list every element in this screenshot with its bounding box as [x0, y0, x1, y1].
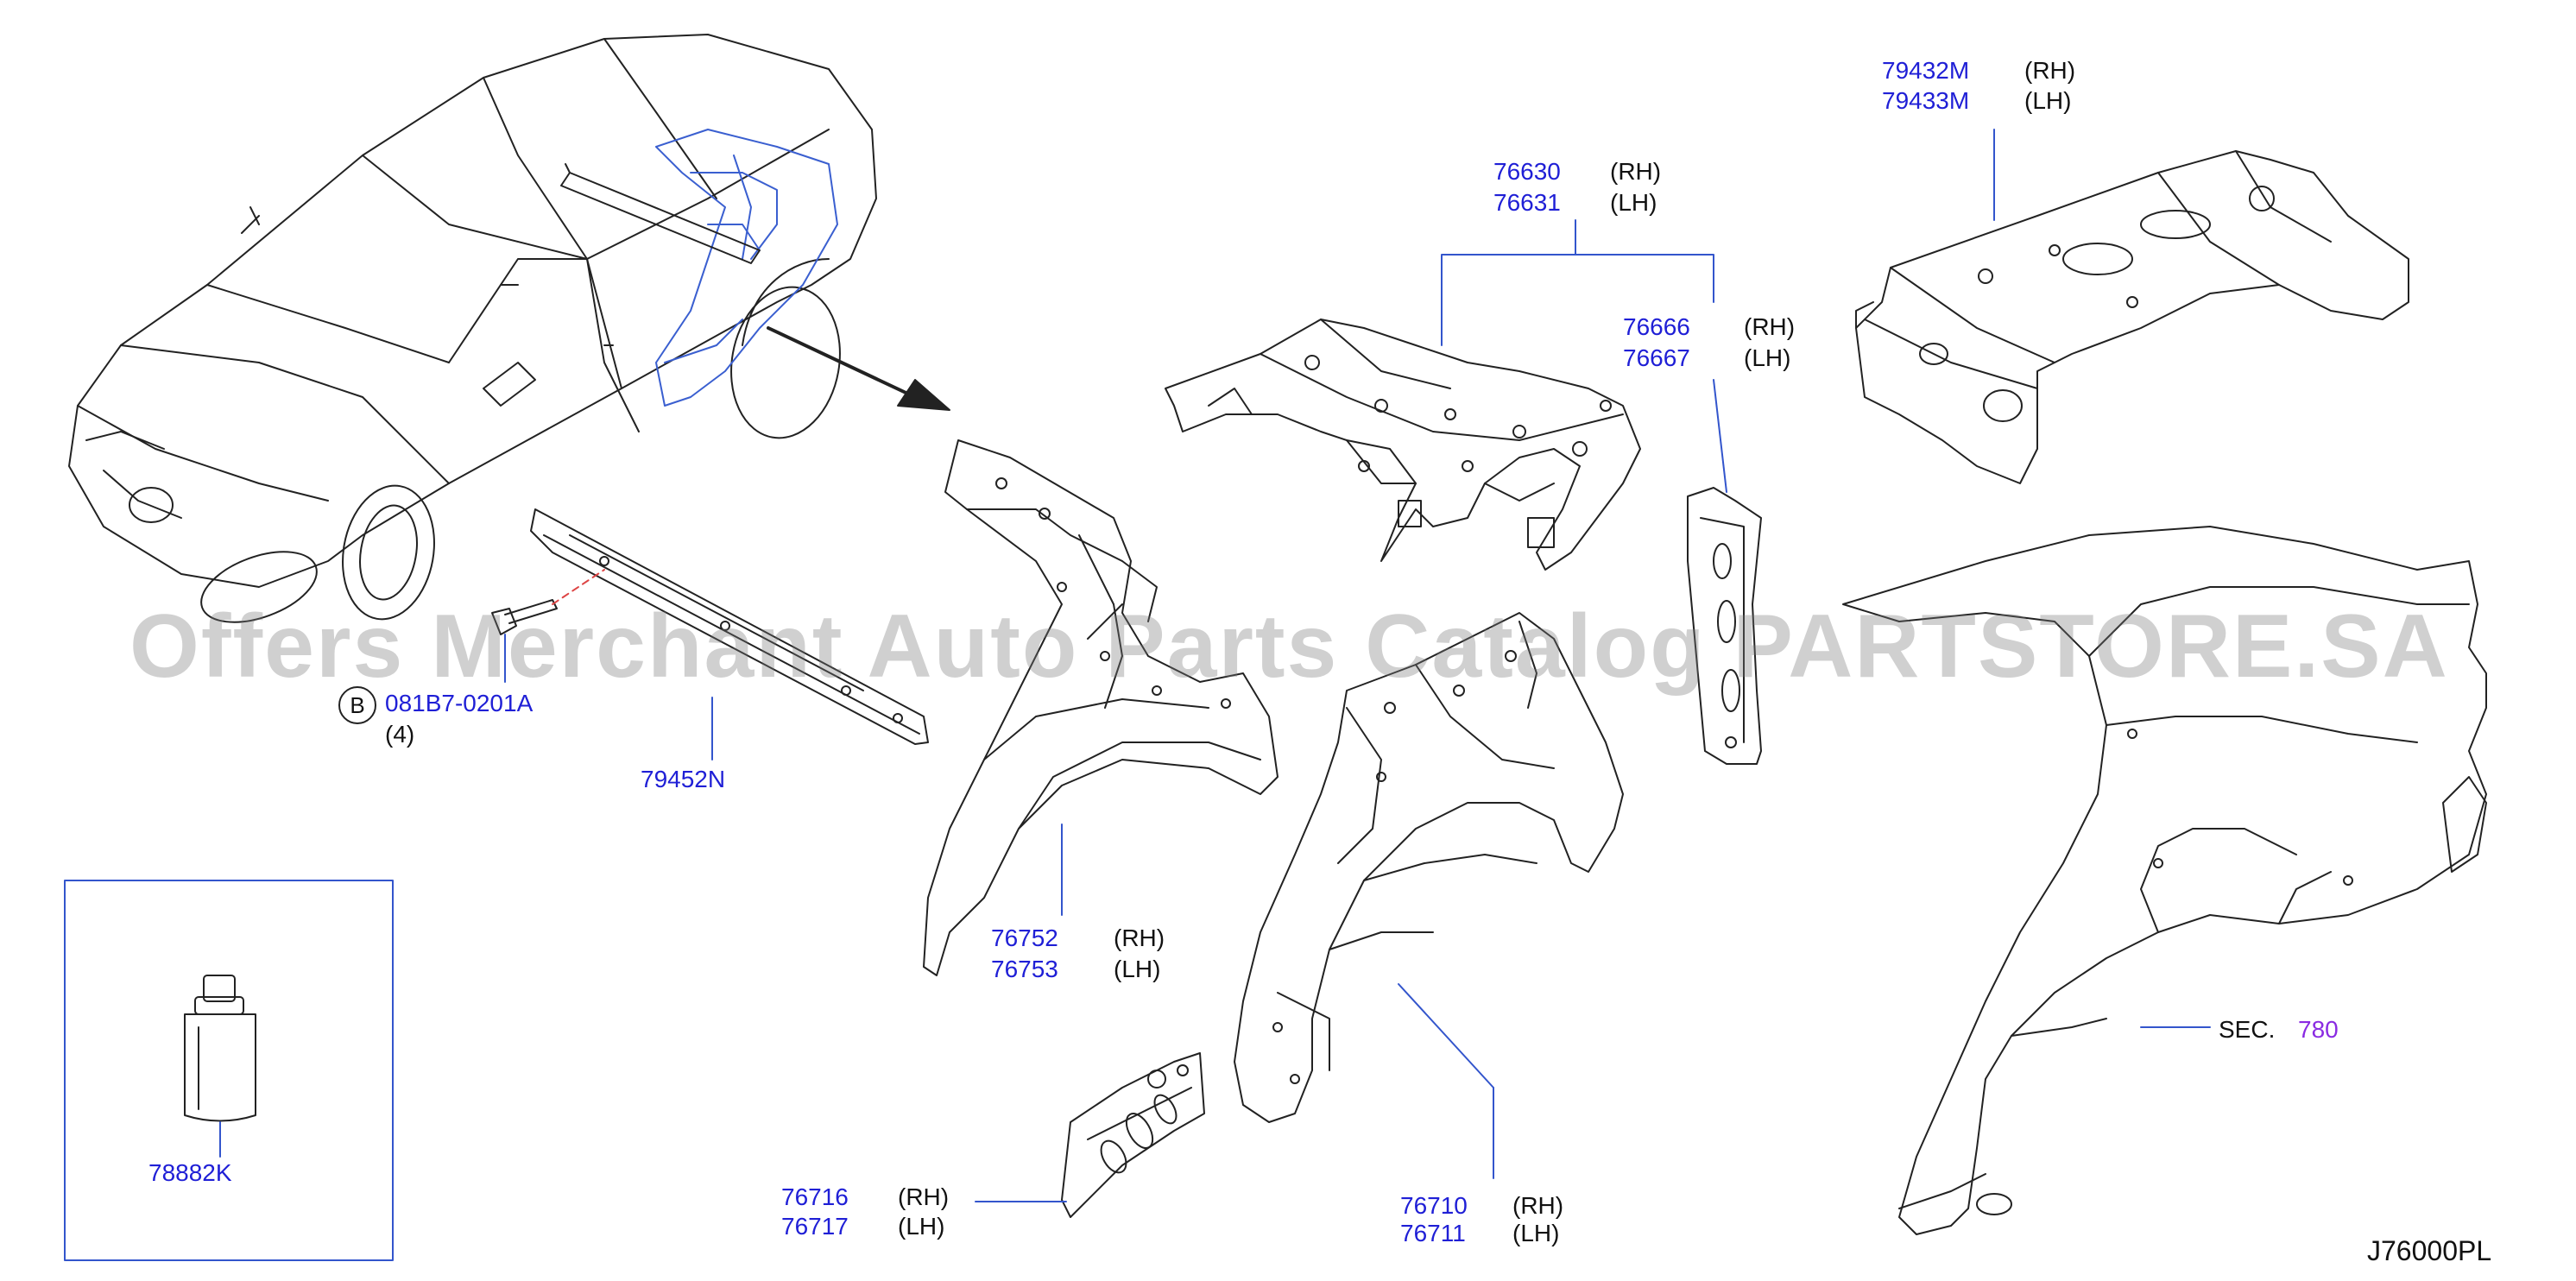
bolt-quantity: (4) — [385, 721, 415, 748]
side-lh-76667: (LH) — [1744, 344, 1791, 371]
side-rh-76710: (RH) — [1512, 1192, 1564, 1219]
part-79432m-panel — [1856, 151, 2409, 483]
part-number-76666[interactable]: 76666 — [1623, 313, 1690, 340]
section-ref-number[interactable]: 780 — [2298, 1016, 2339, 1043]
side-lh-79433m: (LH) — [2024, 87, 2072, 114]
part-number-76631[interactable]: 76631 — [1493, 189, 1561, 216]
side-rh-79432m: (RH) — [2024, 57, 2076, 84]
part-number-79433m[interactable]: 79433M — [1882, 87, 1970, 114]
car-illustration — [69, 35, 876, 636]
sealant-can — [185, 975, 256, 1121]
part-number-76667[interactable]: 76667 — [1623, 344, 1690, 371]
diagram-code: J76000PL — [2367, 1235, 2492, 1266]
part-number-76753[interactable]: 76753 — [991, 956, 1058, 982]
direction-arrow — [768, 328, 950, 410]
side-lh-76631: (LH) — [1610, 189, 1657, 216]
part-rear-quarter-outer — [1843, 527, 2486, 1234]
side-rh-76666: (RH) — [1744, 313, 1796, 340]
side-rh-76716: (RH) — [898, 1183, 950, 1210]
part-number-79432m[interactable]: 79432M — [1882, 57, 1970, 84]
part-number-76711[interactable]: 76711 — [1400, 1220, 1466, 1246]
side-lh-76717: (LH) — [898, 1213, 945, 1240]
part-76752-wheelhouse — [924, 440, 1278, 975]
part-76716-panel — [1062, 1053, 1204, 1217]
part-number-78882k[interactable]: 78882K — [148, 1159, 232, 1186]
bolt-081b7-drawing — [492, 570, 604, 682]
leader-76710 — [1398, 984, 1493, 1088]
part-number-76710[interactable]: 76710 — [1400, 1192, 1468, 1219]
watermark: Offers Merchant Auto Parts Catalog PARTS… — [129, 596, 2449, 697]
part-76666-pillar — [1688, 488, 1761, 764]
bracket-76630 — [1442, 220, 1714, 345]
part-number-76630[interactable]: 76630 — [1493, 158, 1561, 185]
part-76630-panel — [1165, 319, 1640, 570]
side-rh-76752: (RH) — [1114, 924, 1165, 951]
side-lh-76753: (LH) — [1114, 956, 1161, 982]
part-76710-wheelhouse — [1234, 613, 1623, 1122]
side-lh-76711: (LH) — [1512, 1220, 1560, 1246]
part-number-79452n[interactable]: 79452N — [641, 766, 726, 792]
part-number-081b7-0201a[interactable]: 081B7-0201A — [385, 690, 534, 716]
sealant-box — [65, 880, 393, 1260]
part-79452n-bar — [531, 509, 928, 744]
part-number-76717[interactable]: 76717 — [781, 1213, 849, 1240]
leader-76666 — [1714, 380, 1727, 492]
section-ref-label: SEC. — [2219, 1016, 2276, 1043]
side-rh-76630: (RH) — [1610, 158, 1662, 185]
bolt-b-marker: B — [338, 686, 376, 724]
part-number-76716[interactable]: 76716 — [781, 1183, 849, 1210]
part-number-76752[interactable]: 76752 — [991, 924, 1058, 951]
